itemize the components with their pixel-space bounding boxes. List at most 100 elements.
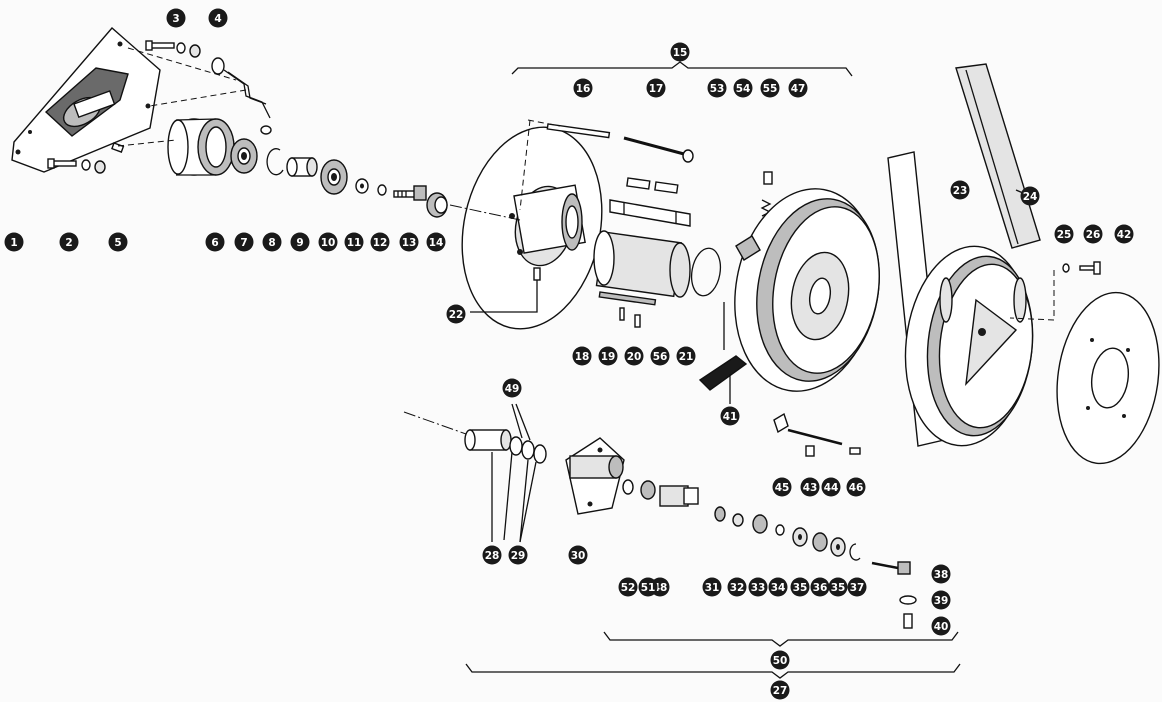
callout-badge	[810, 577, 830, 597]
callout-badge	[482, 545, 502, 565]
callout-18: 18	[572, 346, 592, 366]
callout-badge	[1020, 186, 1040, 206]
small-pulley-part	[904, 245, 1034, 447]
callout-number: 11	[347, 237, 362, 249]
callout-number: 54	[736, 83, 751, 95]
callout-53: 53	[707, 78, 727, 98]
washer-25-part	[1062, 263, 1070, 273]
callout-number: 53	[710, 83, 725, 95]
callout-15: 15	[670, 42, 690, 62]
washer-34-part	[775, 524, 785, 536]
callout-8: 8	[262, 232, 282, 252]
callout-20: 20	[624, 346, 644, 366]
brace-15	[511, 61, 853, 77]
callout-badge	[1114, 224, 1134, 244]
callout-badge	[1083, 224, 1103, 244]
callout-number: 28	[485, 550, 500, 562]
callout-number: 14	[429, 237, 444, 249]
callout-number: 44	[824, 482, 839, 494]
callout-number: 1	[10, 237, 17, 249]
nut-32-part	[732, 513, 744, 527]
callout-badge	[950, 180, 970, 200]
callout-number: 47	[791, 83, 806, 95]
brace-lines-layer	[465, 61, 961, 679]
mounting-bracket-part	[11, 27, 161, 173]
bushing-part	[286, 157, 318, 177]
callout-2: 2	[59, 232, 79, 252]
callout-number: 24	[1023, 191, 1038, 203]
pin-19-part	[619, 307, 625, 321]
bearing-7-part	[230, 138, 258, 174]
callout-badge	[733, 78, 753, 98]
callout-54: 54	[733, 78, 753, 98]
callout-badge	[800, 477, 820, 497]
callout-badge	[760, 78, 780, 98]
callout-badge	[768, 577, 788, 597]
callout-7: 7	[234, 232, 254, 252]
long-bolt-part	[623, 136, 694, 163]
callout-25: 25	[1054, 224, 1074, 244]
leader-lines-layer	[117, 47, 1055, 543]
grease-nipple-part	[470, 267, 541, 313]
callout-number: 15	[673, 47, 688, 59]
callout-39: 39	[931, 590, 951, 610]
callout-number: 5	[114, 237, 121, 249]
callout-27: 27	[770, 680, 790, 700]
upper-bolt-part	[145, 40, 201, 58]
callout-badge	[399, 232, 419, 252]
brace-27	[465, 663, 961, 679]
callout-number: 30	[571, 550, 586, 562]
callout-number: 35	[793, 582, 808, 594]
callout-badge	[720, 406, 740, 426]
lower-bolt-part	[47, 158, 106, 174]
callout-badge	[821, 477, 841, 497]
callout-number: 45	[775, 482, 790, 494]
callout-badge	[573, 78, 593, 98]
callout-number: 33	[751, 582, 766, 594]
bush-33-part	[752, 514, 768, 534]
callout-badge	[262, 232, 282, 252]
callout-badge	[828, 577, 848, 597]
screw-20-part	[634, 314, 641, 328]
callout-35b: 35	[828, 577, 848, 597]
callout-49: 49	[502, 378, 522, 398]
large-pulley-part	[734, 188, 880, 392]
callout-badge	[790, 577, 810, 597]
callout-badge	[446, 304, 466, 324]
bolt-13-part	[393, 185, 427, 201]
callout-45: 45	[772, 477, 792, 497]
washer-12-part	[377, 184, 387, 196]
callout-number: 49	[505, 383, 520, 395]
callout-number: 25	[1057, 229, 1072, 241]
callout-17: 17	[646, 78, 666, 98]
callout-badge	[370, 232, 390, 252]
callout-number: 9	[296, 237, 303, 249]
callout-number: 51	[641, 582, 656, 594]
callout-43: 43	[800, 477, 820, 497]
washers-29-part	[509, 436, 547, 464]
callout-11: 11	[344, 232, 364, 252]
callout-number: 52	[621, 582, 636, 594]
callout-6: 6	[205, 232, 225, 252]
callout-number: 2	[65, 237, 72, 249]
callout-number: 42	[1117, 229, 1132, 241]
washer-39-part	[899, 595, 917, 605]
callout-badge	[847, 577, 867, 597]
callout-5: 5	[108, 232, 128, 252]
hub-disc-part	[461, 126, 603, 330]
key-bar-part	[609, 199, 691, 227]
callout-badge	[931, 590, 951, 610]
callout-56: 56	[650, 346, 670, 366]
screw-43-part	[805, 445, 815, 457]
callout-9: 9	[290, 232, 310, 252]
sleeve-part	[167, 118, 235, 176]
callout-badge	[290, 232, 310, 252]
callout-32: 32	[727, 577, 747, 597]
callout-24: 24	[1020, 186, 1040, 206]
callout-badge	[502, 378, 522, 398]
callout-badge	[234, 232, 254, 252]
callout-12: 12	[370, 232, 390, 252]
callout-number: 55	[763, 83, 778, 95]
callout-34: 34	[768, 577, 788, 597]
circlip-37-part	[849, 543, 861, 561]
